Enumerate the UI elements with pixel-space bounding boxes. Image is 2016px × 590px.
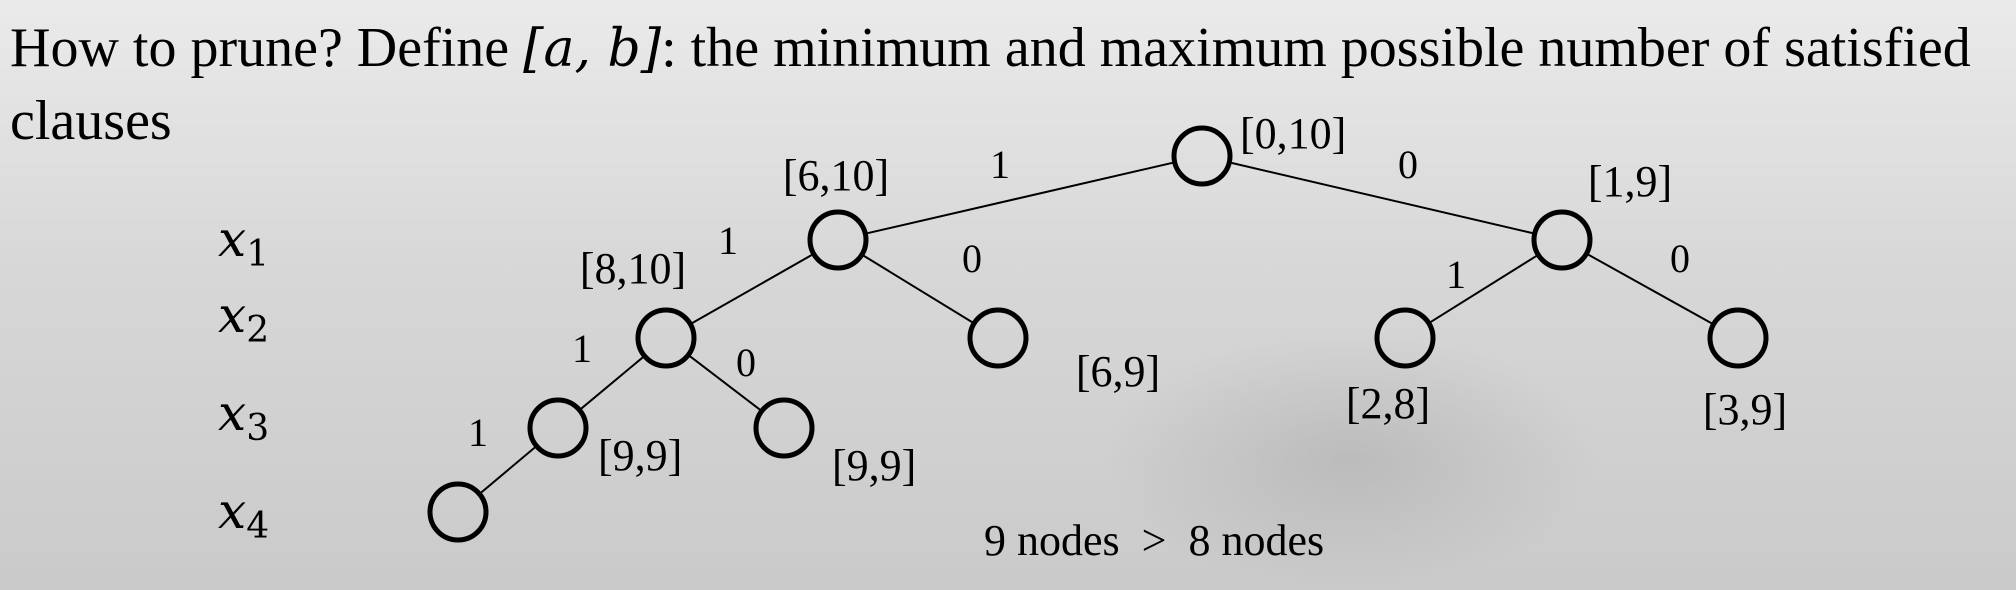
bound-label-n11: [8,10] <box>580 244 686 293</box>
headline-rest: : the minimum and maximum possible numbe… <box>10 17 1971 152</box>
tree-edge-root-n0 <box>1229 161 1535 235</box>
tree-edge-n111-n1111 <box>478 445 538 495</box>
node-count-comparison: 9 nodes > 8 nodes <box>984 516 1325 565</box>
tree-node-n11 <box>635 307 697 369</box>
variable-label-x4: x4 <box>218 482 270 547</box>
tree-node-n00 <box>1707 307 1769 369</box>
bound-label-n10: [6,9] <box>1076 347 1160 396</box>
variable-label-x1: x1 <box>218 210 270 275</box>
variable-label-x2: x2 <box>218 286 270 351</box>
tree-node-n01 <box>1374 307 1436 369</box>
slide-headline: How to prune? Define [a, b]: the minimum… <box>10 12 2010 157</box>
tree-edge-n0-n00 <box>1585 252 1715 326</box>
bound-label-n0: [1,9] <box>1588 157 1672 206</box>
bound-label-n01: [2,8] <box>1346 379 1430 428</box>
tree-edge-n1-n11 <box>689 252 815 326</box>
tree-edge-n11-n110 <box>687 354 763 412</box>
tree-node-n10 <box>967 307 1029 369</box>
edge-label-n0-n00: 0 <box>1670 236 1690 281</box>
tree-node-n1111 <box>427 481 489 543</box>
edge-label-n11-n110: 0 <box>736 340 756 385</box>
tree-edge-n11-n111 <box>578 355 646 411</box>
edge-label-n111-n1111: 1 <box>468 410 488 455</box>
background-shade <box>1100 330 1600 590</box>
bound-label-n110: [9,9] <box>832 441 916 490</box>
bound-label-n1: [6,10] <box>783 151 889 200</box>
edge-label-root-n1: 1 <box>990 142 1010 187</box>
bound-label-n111: [9,9] <box>598 431 682 480</box>
tree-node-n1 <box>807 209 869 271</box>
bound-label-n00: [3,9] <box>1703 385 1787 434</box>
bound-label-root: [0,10] <box>1240 109 1346 158</box>
tree-edge-n1-n10 <box>861 253 975 325</box>
tree-edge-root-n1 <box>865 161 1175 235</box>
tree-node-root <box>1171 125 1233 187</box>
edge-label-root-n0: 0 <box>1398 142 1418 187</box>
tree-node-n111 <box>527 397 589 459</box>
tree-node-n110 <box>753 397 815 459</box>
variable-label-x3: x3 <box>218 384 270 449</box>
headline-interval: [a, b] <box>523 19 662 79</box>
edge-label-n11-n111: 1 <box>572 326 592 371</box>
edge-label-n0-n01: 1 <box>1446 252 1466 297</box>
headline-lead: How to prune? Define <box>10 17 524 79</box>
edge-label-n1-n11: 1 <box>718 218 738 263</box>
tree-edge-n0-n01 <box>1428 253 1539 325</box>
tree-node-n0 <box>1531 209 1593 271</box>
edge-label-n1-n10: 0 <box>962 236 982 281</box>
